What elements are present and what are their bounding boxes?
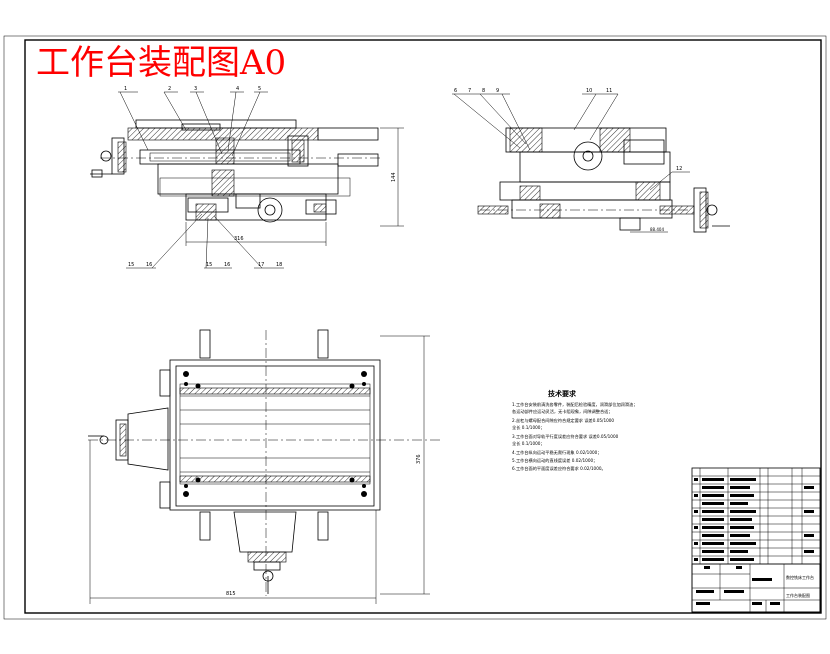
balloon-17: 17 <box>258 262 264 268</box>
tech-req-line: 2.丝杠与螺母配合间隙应符合规定要求 误差0.05/1000 <box>512 417 614 424</box>
balloon-16a: 16 <box>146 262 152 268</box>
drawing-title: 工作台装配图A0 <box>36 43 286 83</box>
tech-req-title: 技术要求 <box>548 389 577 398</box>
technical-requirements: 技术要求 1.工作台安装前清洗各零件，装配后检验精度，润滑部位加润滑油； 各运动… <box>512 389 637 472</box>
balloon-4: 4 <box>236 86 239 92</box>
top-width-dim: 815 <box>226 591 236 597</box>
front-height-dim: 144 <box>391 172 397 182</box>
balloon-7: 7 <box>468 88 471 94</box>
tech-req-line: 各运动部件应运动灵活，无卡阻现象，间隙调整合适； <box>512 408 613 415</box>
top-view: 815 376 <box>88 329 440 604</box>
tech-req-line: 全长 0.1/1000； <box>512 424 545 431</box>
balloon-11: 11 <box>606 88 612 94</box>
balloon-5: 5 <box>258 86 261 92</box>
balloon-1: 1 <box>124 86 127 92</box>
balloon-6: 6 <box>454 88 457 94</box>
balloon-15b: 15 <box>206 262 212 268</box>
title-block-number: 工作台装配图 <box>786 592 810 598</box>
title-block-name: 数控铣床工作台 <box>786 574 814 580</box>
balloon-8: 8 <box>482 88 485 94</box>
front-view: 144 316 1 2 3 4 5 15 16 15 16 17 18 <box>90 86 404 269</box>
balloon-9: 9 <box>496 88 499 94</box>
balloon-16b: 16 <box>224 262 230 268</box>
outer-border <box>3 35 827 620</box>
side-width-dim: 88.404 <box>650 227 664 232</box>
tech-req-line: 4.工作台纵向运动平稳无爬行现象 0.02/1000； <box>512 449 602 456</box>
tech-req-line: 5.工作台横向运动的直线度误差 0.02/1000； <box>512 457 597 464</box>
balloon-10: 10 <box>586 88 592 94</box>
balloon-12: 12 <box>676 166 682 172</box>
top-height-dim: 376 <box>416 454 422 464</box>
tech-req-line: 1.工作台安装前清洗各零件，装配后检验精度，润滑部位加润滑油； <box>512 401 637 408</box>
side-view: 88.404 6 7 8 9 10 11 12 <box>452 88 730 233</box>
balloon-15a: 15 <box>128 262 134 268</box>
balloon-2: 2 <box>168 86 171 92</box>
balloon-3: 3 <box>194 86 197 92</box>
tech-req-line: 全长 0.1/1000； <box>512 440 545 447</box>
tech-req-line: 3.工作台面对导轨平行度误差应符合要求 误差0.05/1000 <box>512 433 619 440</box>
title-block: 数控铣床工作台 工作台装配图 <box>691 467 821 613</box>
balloon-18: 18 <box>276 262 282 268</box>
front-width-dim: 316 <box>234 236 244 242</box>
tech-req-line: 6.工作台面的平面度误差应符合要求 0.02/1000。 <box>512 465 606 472</box>
inner-frame <box>24 39 822 614</box>
